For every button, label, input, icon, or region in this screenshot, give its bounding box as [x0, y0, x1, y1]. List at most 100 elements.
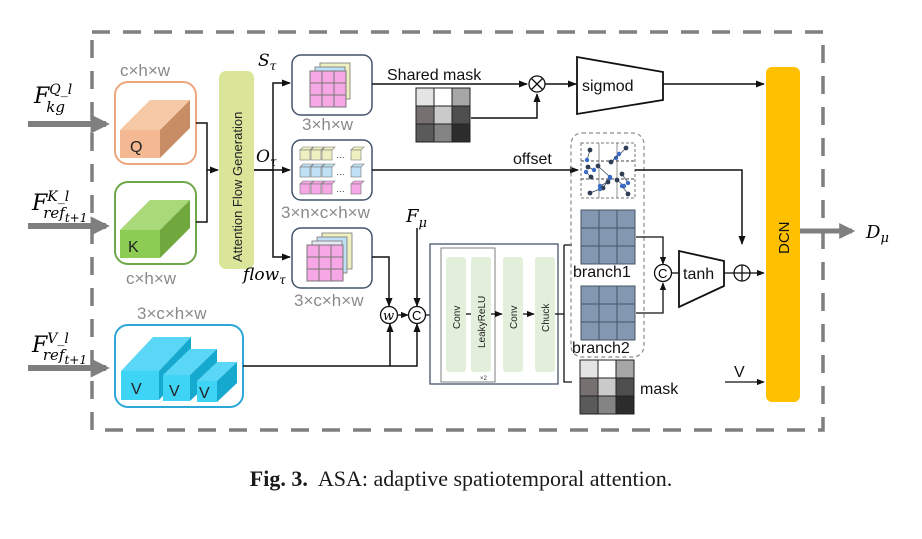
mask-cell: [615, 395, 635, 415]
mask-to-multiply-line: [471, 93, 541, 119]
svg-text:C: C: [412, 308, 421, 323]
o-ellipsis: …: [336, 184, 345, 194]
offset-label: offset: [513, 151, 552, 168]
offset-point: [587, 190, 593, 196]
offset-point: [595, 163, 601, 169]
shared-mask-label: Shared mask: [387, 67, 482, 84]
branch2-cell: [580, 321, 600, 341]
chuck-split-bracket: [563, 245, 572, 383]
offset-point-shifted: [616, 151, 622, 157]
q-to-attention-line: [196, 122, 219, 174]
s-tau-block: [291, 54, 373, 116]
branch1-cell: [616, 245, 636, 265]
o-tau-dim-label: 3×n×c×h×w: [281, 203, 371, 222]
svg-text:C: C: [658, 266, 667, 281]
o-cube: [299, 149, 311, 161]
v-dim-label: 3×c×h×w: [137, 304, 207, 323]
concat-operator-2: C: [653, 263, 673, 283]
flow-tau-grid-cell: [330, 244, 344, 258]
shared-mask-cell: [415, 87, 435, 107]
flow-tau-block: [291, 227, 373, 289]
branch1-label: branch1: [573, 264, 631, 281]
mask-cell: [597, 359, 617, 379]
offset-point: [619, 171, 625, 177]
attention-flow-generation-block: Attention Flow Generation: [219, 71, 254, 269]
branch2-label: branch2: [572, 340, 630, 357]
o-cube: [299, 166, 311, 178]
branch2-cell: [598, 321, 618, 341]
concat-operator: C: [407, 305, 427, 325]
mask-grid: [579, 359, 635, 415]
offset-point-shifted: [613, 155, 619, 161]
dcn-block: DCN: [766, 67, 800, 402]
o-cube: [350, 166, 362, 178]
branch1-grid: [580, 209, 636, 265]
offset-point-shifted: [607, 175, 613, 181]
shared-mask-cell: [451, 105, 471, 125]
branch2-cell: [616, 321, 636, 341]
offset-point: [623, 145, 629, 151]
offset-point-shifted: [597, 186, 603, 192]
caption-label: Fig. 3.: [249, 466, 308, 491]
offset-branch-dashed-container: [570, 132, 645, 358]
branch1-cell: [580, 227, 600, 247]
shared-mask-cell: [415, 123, 435, 143]
branch2-cell: [616, 303, 636, 323]
offset-point: [608, 159, 614, 165]
flow-tau-dim-label: 3×c×h×w: [294, 291, 364, 310]
branch1-cell: [580, 245, 600, 265]
flow-tau-grid-cell: [318, 268, 332, 282]
offset-point: [605, 179, 611, 185]
shared-mask-cell: [415, 105, 435, 125]
v-letter-2: V: [169, 383, 180, 400]
flow-tau-grid-cell: [318, 256, 332, 270]
leakyrelu-label: LeakyReLU: [477, 296, 488, 348]
mask-cell: [597, 377, 617, 397]
s-tau-label: Sτ: [258, 51, 277, 73]
flow-tau-grid-cell: [318, 244, 332, 258]
repeat-label: ×2: [480, 376, 488, 382]
o-ellipsis: …: [336, 150, 345, 160]
chuck-label: Chuck: [541, 303, 552, 332]
mask-cell: [579, 395, 599, 415]
branch2-cell: [598, 285, 618, 305]
flow-tau-grid-cell: [330, 268, 344, 282]
offset-point: [614, 177, 620, 183]
o-cube: [310, 183, 322, 195]
s-tau-grid-cell: [309, 94, 323, 108]
offset-to-add-line: [635, 169, 746, 245]
dcn-label: DCN: [776, 222, 793, 255]
s-tau-dim-label: 3×h×w: [302, 115, 354, 134]
k-letter: K: [128, 239, 139, 256]
mask-cell: [615, 377, 635, 397]
s-tau-grid-cell: [309, 82, 323, 96]
o-cube: [299, 183, 311, 195]
o-cube: [321, 183, 333, 195]
conv1-label: Conv: [452, 306, 463, 329]
mask-cell: [597, 395, 617, 415]
branch1-cell: [580, 209, 600, 229]
branch1-cell: [616, 209, 636, 229]
tanh-label: tanh: [683, 266, 714, 283]
branch2-cell: [616, 285, 636, 305]
v-to-ops-line: [243, 323, 421, 367]
flow-tau-grid-cell: [330, 256, 344, 270]
branch2-grid: [580, 285, 636, 341]
offset-point-shifted: [591, 167, 597, 173]
q-block: Q: [114, 81, 197, 165]
o-cube: [310, 166, 322, 178]
o-ellipsis: …: [336, 167, 345, 177]
sigmoid-block: sigmod: [576, 55, 664, 116]
mask-cell: [579, 359, 599, 379]
o-tau-block: … … …: [291, 139, 373, 201]
v-input-label: V: [734, 364, 745, 381]
v-letter-3: V: [199, 385, 210, 402]
conv2-label: Conv: [509, 306, 520, 329]
f-mu-label: Fμ: [405, 206, 427, 231]
offset-point-shifted: [583, 169, 589, 175]
s-tau-grid-cell: [333, 70, 347, 84]
branch1-cell: [598, 245, 618, 265]
o-cube: [321, 166, 333, 178]
